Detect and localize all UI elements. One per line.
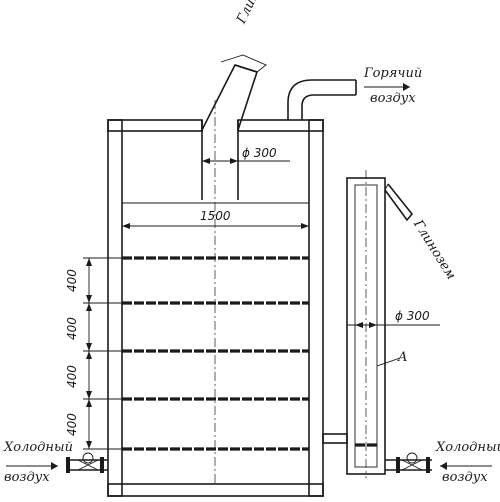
cold-air-inlet-right — [385, 452, 432, 473]
alumina-feed-pipe — [201, 54, 267, 200]
plate-spacing-dim: 400 — [65, 413, 79, 436]
vessel-bottom-wall — [107, 483, 324, 497]
plate-spacing-dim: 400 — [65, 365, 79, 388]
cold-air-inlet-left — [66, 452, 108, 473]
cold-air-right-label-2: воздух — [442, 470, 488, 485]
vessel-top-wall-right — [237, 119, 324, 132]
hot-air-label-1: Горячий — [364, 66, 423, 81]
plate-spacing-dim: 400 — [65, 269, 79, 292]
connecting-pipe — [322, 433, 348, 444]
hot-air-label-2: воздух — [370, 91, 416, 106]
dimension-lines — [83, 158, 440, 450]
alumina-outlet-chute — [384, 183, 414, 222]
pipe-diameter-top: ϕ 300 — [242, 146, 277, 160]
cold-air-right-label-1: Холодный — [436, 440, 500, 455]
valve-icon — [406, 452, 418, 464]
part-a-label: A — [398, 350, 408, 365]
hot-air-outlet — [287, 79, 357, 120]
riser-pipe-a — [322, 170, 414, 478]
flow-arrows — [6, 83, 492, 470]
grate-plates — [122, 256, 309, 451]
pipe-diameter-right: ϕ 300 — [395, 309, 430, 323]
cold-air-left-label-1: Холодный — [4, 440, 73, 455]
main-vessel — [107, 100, 324, 497]
plate-spacing-dim: 400 — [65, 317, 79, 340]
vessel-right-wall — [308, 119, 324, 497]
valve-icon — [82, 452, 94, 464]
cold-air-left-label-2: воздух — [4, 470, 50, 485]
vessel-width-dim: 1500 — [200, 209, 231, 223]
vessel-left-wall — [107, 119, 123, 497]
